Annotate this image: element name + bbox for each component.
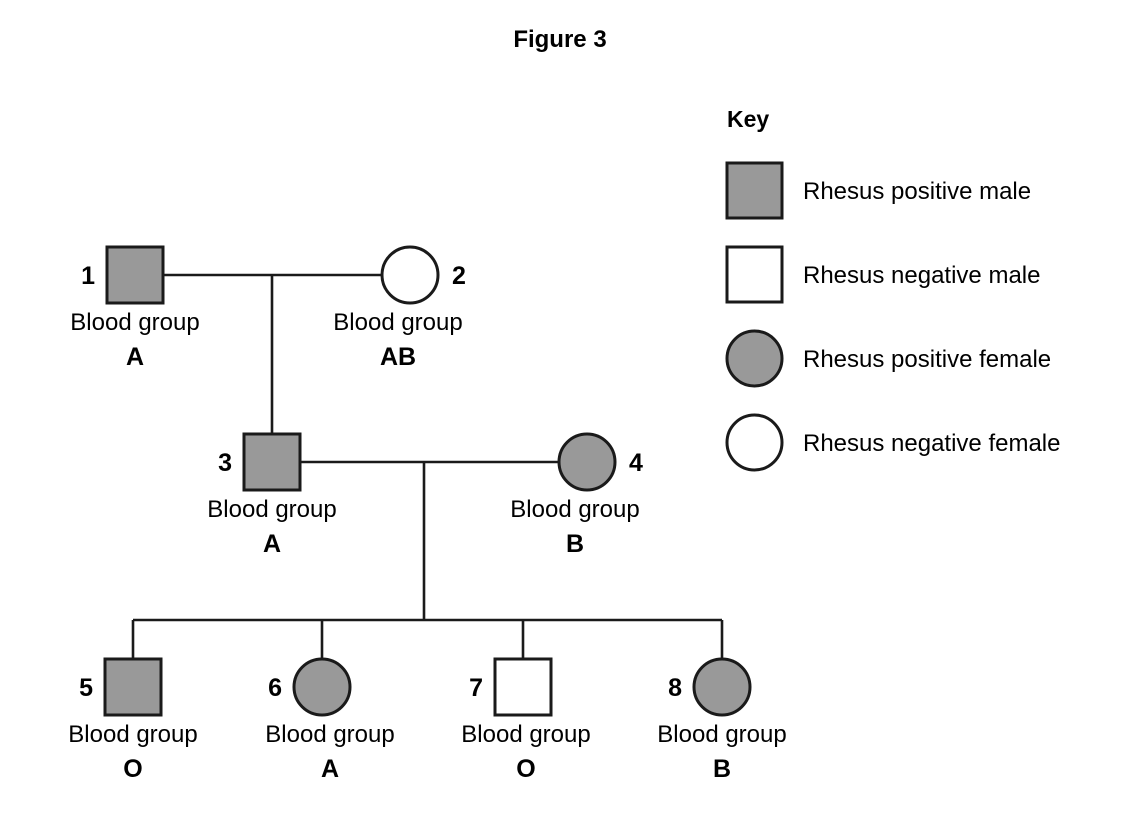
blood-group-label: Blood group [207, 496, 336, 523]
blood-group-label: Blood group [657, 721, 786, 748]
blood-group-value: B [566, 530, 584, 558]
individual-5[interactable]: 5 Blood group O [68, 657, 198, 783]
key-item-label: Rhesus positive male [803, 178, 1031, 205]
blood-group-label: Blood group [70, 309, 199, 336]
blood-group-value: A [321, 755, 339, 783]
blood-group-value: B [713, 755, 731, 783]
blood-group-label: Blood group [265, 721, 394, 748]
individual-4[interactable]: 4 Blood group B [510, 432, 643, 558]
blood-group-value: O [123, 755, 142, 783]
symbol-circle-unshaded[interactable] [380, 245, 440, 305]
symbol-square-unshaded[interactable] [493, 657, 553, 717]
individual-1[interactable]: 1 Blood group A [70, 245, 200, 371]
individual-2[interactable]: 2 Blood group AB [333, 245, 466, 371]
individual-number: 2 [452, 262, 466, 290]
symbol-circle-shaded[interactable] [557, 432, 617, 492]
key-item-label: Rhesus positive female [803, 346, 1051, 373]
individual-3[interactable]: 3 Blood group A [207, 432, 337, 558]
individual-number: 1 [81, 262, 95, 290]
blood-group-label: Blood group [510, 496, 639, 523]
blood-group-value: A [263, 530, 281, 558]
blood-group-value: A [126, 343, 144, 371]
blood-group-label: Blood group [68, 721, 197, 748]
individual-7[interactable]: 7 Blood group O [461, 657, 591, 783]
key-swatch-shaded-square-icon [725, 161, 784, 220]
symbol-square-shaded[interactable] [242, 432, 302, 492]
figure-title: Figure 3 [513, 26, 606, 53]
key-item-rhesus-negative-male: Rhesus negative male [725, 245, 1040, 304]
symbol-square-shaded[interactable] [105, 245, 165, 305]
individual-8[interactable]: 8 Blood group B [657, 657, 787, 783]
symbol-square-shaded[interactable] [103, 657, 163, 717]
blood-group-label: Blood group [461, 721, 590, 748]
blood-group-label: Blood group [333, 309, 462, 336]
individual-number: 3 [218, 449, 232, 477]
key-item-rhesus-negative-female: Rhesus negative female [725, 413, 1060, 472]
blood-group-value: O [516, 755, 535, 783]
key-item-rhesus-positive-male: Rhesus positive male [725, 161, 1031, 220]
key-swatch-unshaded-square-icon [725, 245, 784, 304]
individual-number: 8 [668, 674, 682, 702]
blood-group-value: AB [380, 343, 416, 371]
key-panel: Key Rhesus positive male Rhesus negative… [725, 106, 1060, 472]
individual-number: 6 [268, 674, 282, 702]
key-swatch-shaded-circle-icon [725, 329, 784, 388]
individual-number: 4 [629, 449, 643, 477]
key-heading: Key [727, 106, 769, 132]
key-item-label: Rhesus negative male [803, 262, 1040, 289]
key-swatch-unshaded-circle-icon [725, 413, 784, 472]
symbol-circle-shaded[interactable] [692, 657, 752, 717]
key-item-rhesus-positive-female: Rhesus positive female [725, 329, 1051, 388]
key-item-label: Rhesus negative female [803, 430, 1060, 457]
symbol-circle-shaded[interactable] [292, 657, 352, 717]
individual-number: 7 [469, 674, 483, 702]
pedigree-connectors [131, 273, 724, 659]
individual-6[interactable]: 6 Blood group A [265, 657, 395, 783]
individual-number: 5 [79, 674, 93, 702]
